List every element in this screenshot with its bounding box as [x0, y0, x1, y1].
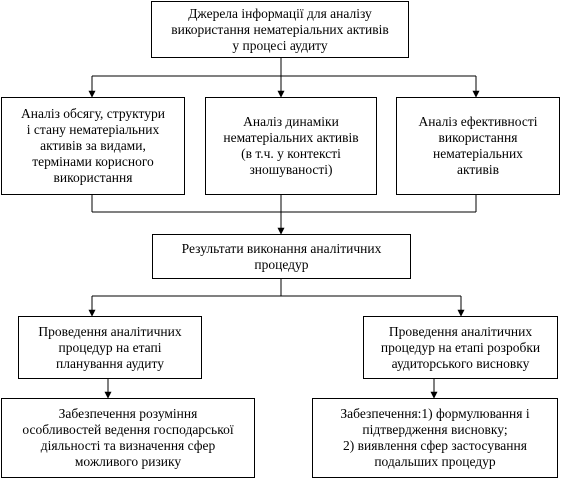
- node-text-line: термінами корисного: [32, 154, 154, 169]
- node-text-line: нематеріальних: [433, 146, 523, 161]
- node-text-line: Забезпечення розуміння: [58, 406, 198, 421]
- node-text-line: використання: [53, 170, 133, 185]
- node-text-line: підтвердження висновку;: [362, 422, 508, 437]
- node-text-line: нематеріальних активів: [223, 130, 359, 145]
- node-text-line: Аналіз обсягу, структури: [21, 106, 165, 121]
- node-text-line: (в т.ч. у контексті: [241, 146, 341, 161]
- node-text-line: планування аудиту: [56, 355, 164, 371]
- node-text-line: процедур на етапі розробки: [380, 339, 541, 355]
- node-text-line: Аналіз ефективності: [418, 114, 538, 129]
- node-text-line: Аналіз динаміки: [243, 114, 339, 129]
- node-text-line: Проведення аналітичних: [38, 323, 182, 339]
- node-text-line: діяльності та визначення сфер: [40, 438, 216, 453]
- node-text-line: Результати виконання аналітичних: [181, 240, 382, 256]
- node-text-line: використання нематеріальних активів: [171, 21, 389, 37]
- node-text-line: процедур на етапі: [58, 339, 162, 355]
- node-text-line: активів: [456, 162, 499, 177]
- node-text-line: аудиторського висновку: [391, 355, 530, 371]
- node-text-line: використання: [438, 130, 518, 145]
- node-text-line: Забезпечення:1) формулювання і: [340, 406, 530, 421]
- node-text-line: у процесі аудиту: [232, 37, 328, 53]
- node-text-line: процедур: [254, 256, 309, 272]
- node-text-line: зношуваності): [249, 162, 333, 177]
- node-text-line: 2) виявлення сфер застосування: [343, 438, 527, 453]
- node-text-line: активів за видами,: [40, 138, 146, 153]
- node-text-line: і стану нематеріальних: [26, 122, 160, 137]
- node-text-line: особливостей ведення господарської: [22, 422, 234, 437]
- node-text-line: подальших процедур: [374, 454, 496, 469]
- node-text-line: можливого ризику: [74, 454, 182, 469]
- node-text-line: Джерела інформації для аналізу: [188, 5, 372, 21]
- node-text-line: Проведення аналітичних: [388, 323, 533, 339]
